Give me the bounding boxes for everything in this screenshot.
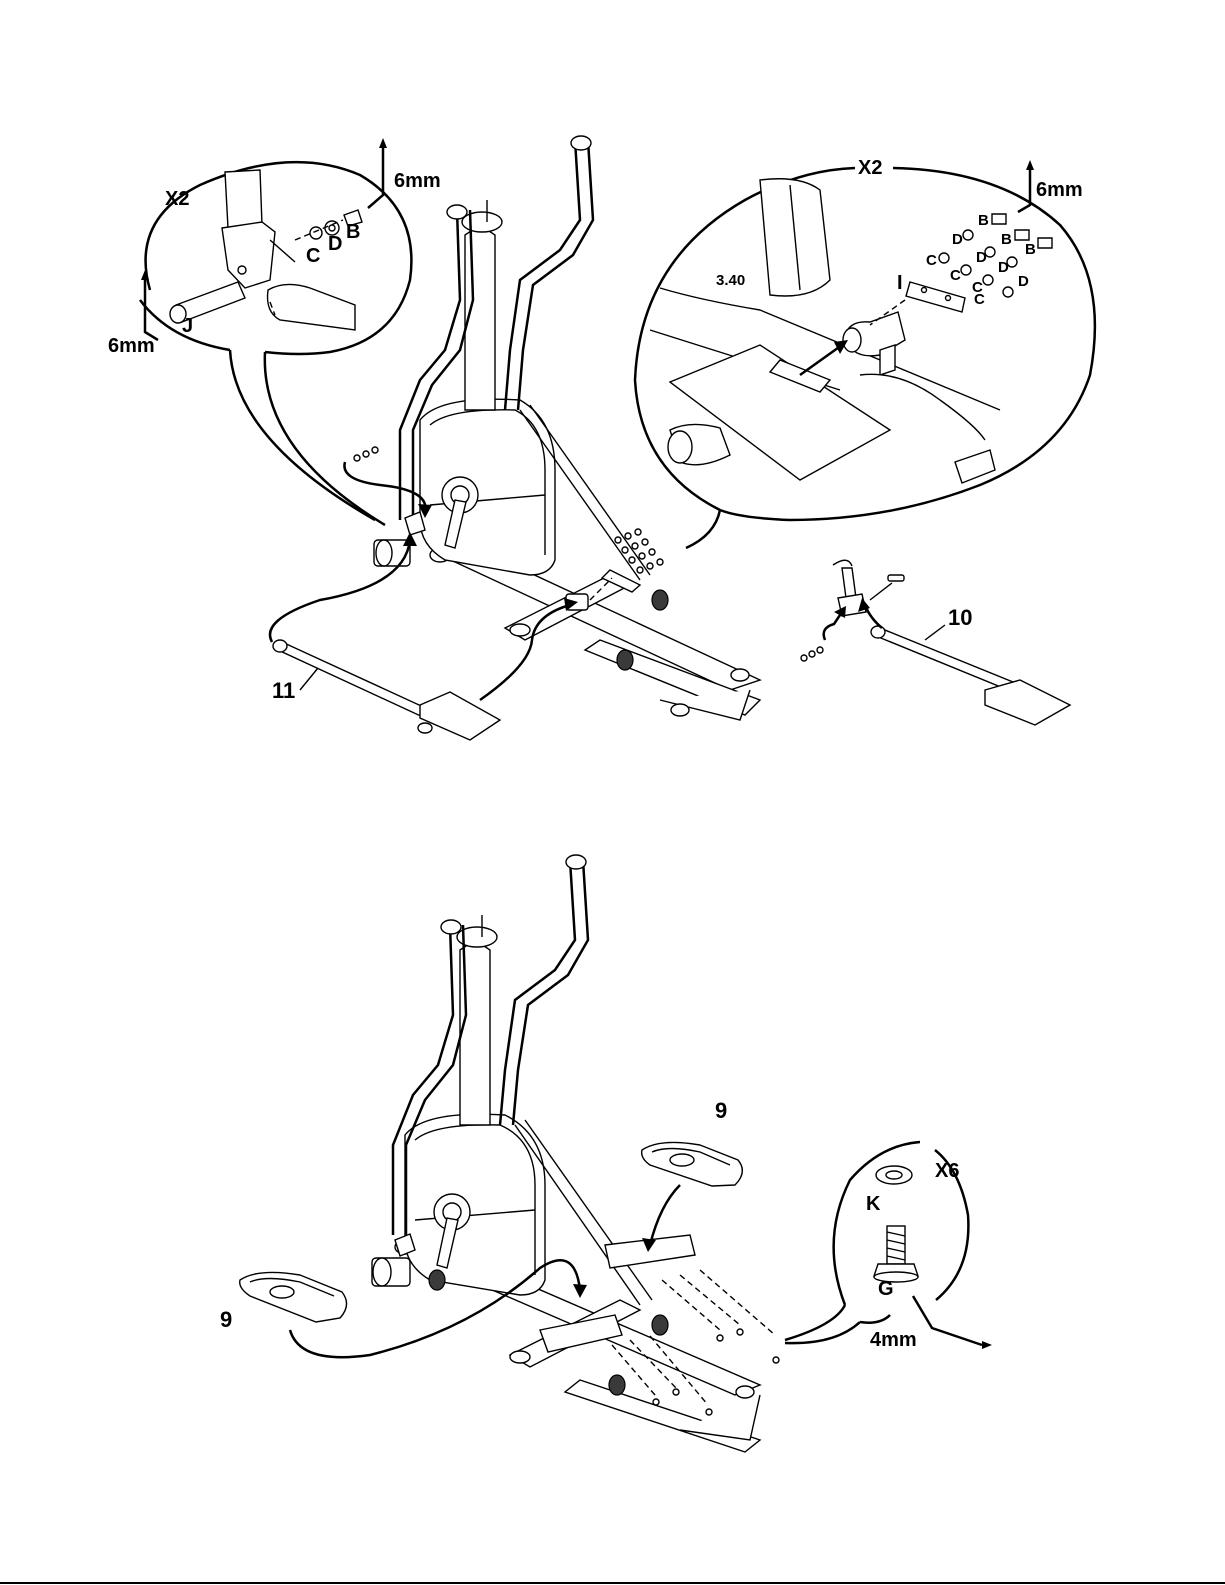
part-label-b-2: B [1001,231,1012,248]
part-label-d: D [328,233,342,255]
part-label-b-3: B [1025,241,1036,258]
part-label-c: C [306,245,320,267]
pedal-arm-10 [801,560,1070,725]
pedal-9-left [240,1272,347,1322]
part-label-c-4: C [974,291,985,308]
footer-rule [0,1582,1225,1584]
pedal-arm-11 [273,640,500,740]
part-label-c-1: C [926,252,937,269]
part-label-d-1: D [952,231,963,248]
top-figure: 3.40 [108,136,1095,740]
left-callout-quantity: X2 [165,188,189,210]
part-label-j: J [182,315,193,337]
callout-bottom [785,1142,992,1349]
part-number-9-left: 9 [220,1307,232,1332]
part-number-9-right: 9 [715,1098,727,1123]
part-label-k: K [866,1193,881,1215]
callout-right-top: 3.40 [635,160,1095,548]
left-callout-tool-bottom: 6mm [108,335,155,357]
part-label-c-2: C [950,267,961,284]
right-callout-tool: 6mm [1036,179,1083,201]
part-label-g: G [878,1278,894,1300]
part-label-d-2: D [976,249,987,266]
hardware-dots-right-top [590,529,663,600]
left-callout-tool-top: 6mm [394,170,441,192]
bottom-callout-quantity: X6 [935,1160,959,1182]
bottom-figure: 9 9 X6 K G 4mm [220,855,992,1452]
part-label-d-4: D [1018,273,1029,290]
bottom-callout-tool: 4mm [870,1329,917,1351]
part-label-b-1: B [978,212,989,229]
part-label-b: B [346,221,360,243]
assembly-arrows-top [270,462,882,700]
part-label-d-3: D [998,259,1009,276]
pedal-9-right [642,1142,743,1186]
part-label-i: I [897,272,903,294]
frame-model-text: 3.40 [716,272,745,289]
right-callout-quantity: X2 [858,157,882,179]
hardware-dots-left-top [354,447,378,461]
part-number-11: 11 [272,678,295,703]
part-number-10: 10 [948,605,972,630]
